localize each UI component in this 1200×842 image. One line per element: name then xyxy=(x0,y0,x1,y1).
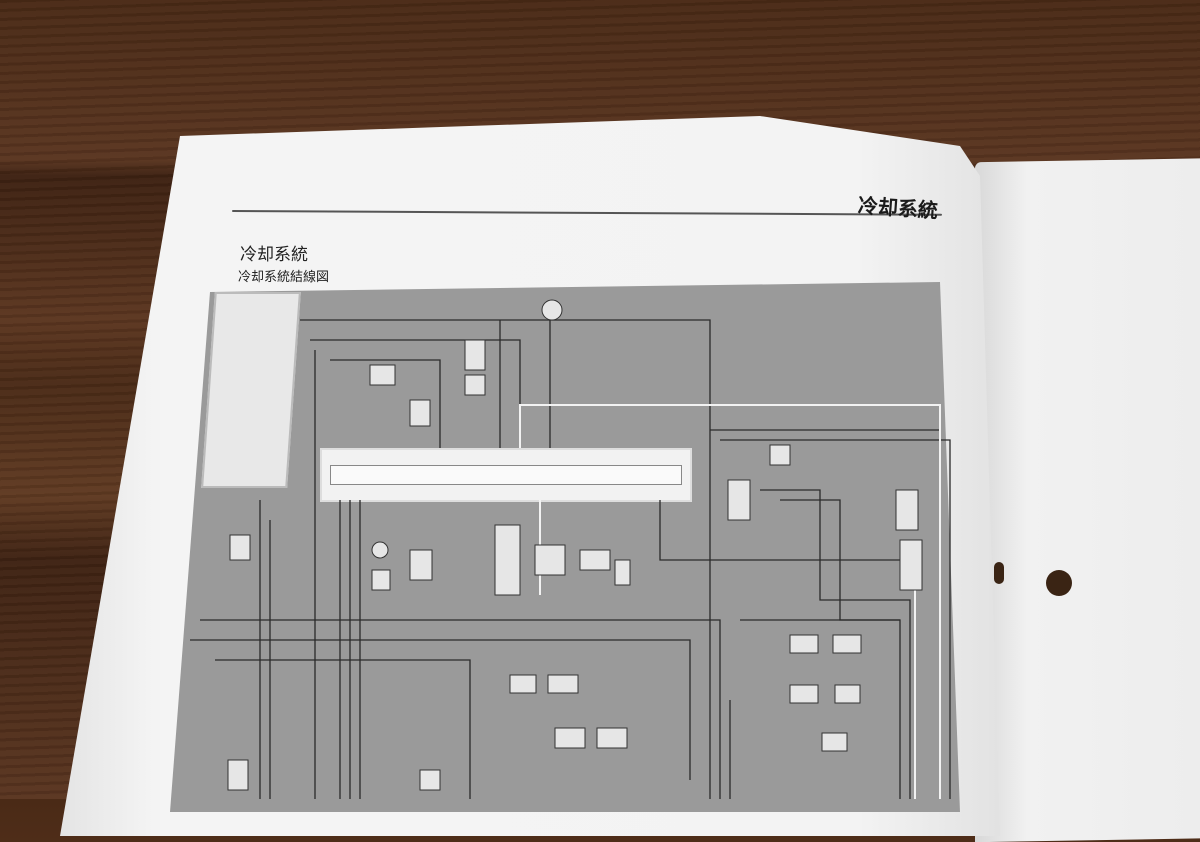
diagram-title: 冷却系統結線図 xyxy=(238,270,330,285)
wiring-lines xyxy=(190,299,951,799)
ecu-bus-block xyxy=(320,448,692,502)
binder-hole-edge xyxy=(994,562,1004,584)
section-title: 冷却系統 xyxy=(240,245,308,265)
binder-hole xyxy=(1046,570,1072,596)
